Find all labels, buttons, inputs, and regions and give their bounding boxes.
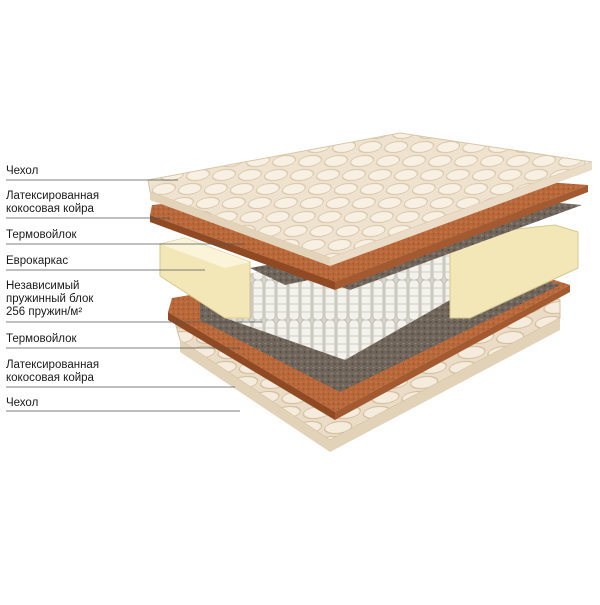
label-cover-bottom: Чехол [6,397,39,409]
label-felt-bottom: Термовойлок [6,333,77,345]
cover-top-layer [147,132,593,266]
label-coir-bottom: Латексированная кокосовая койра [6,359,100,384]
euroframe-layer [159,224,579,319]
label-cover-top: Чехол [6,165,39,177]
label-euroframe: Еврокаркас [6,255,69,267]
label-spring-block: Независимый пружинный блок 256 пружин/м² [6,280,94,318]
leader-lines [6,179,262,412]
label-felt-top: Термовойлок [6,229,77,241]
label-coir-top: Латексированная кокосовая койра [6,190,100,215]
